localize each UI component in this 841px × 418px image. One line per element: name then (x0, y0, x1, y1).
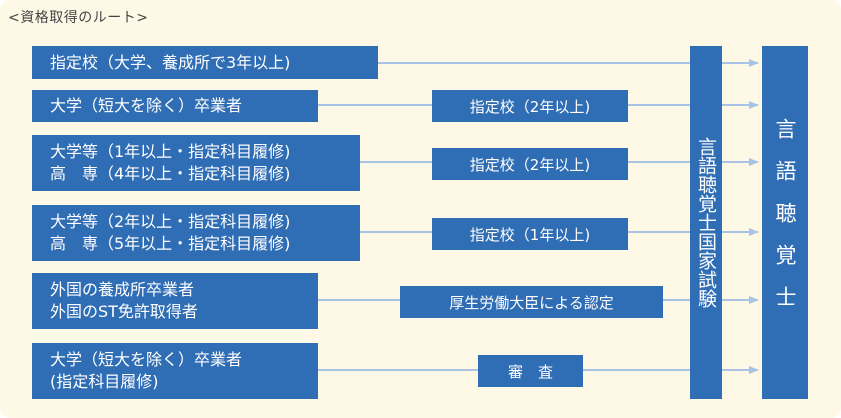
route-6-step-box: 審 査 (478, 355, 583, 387)
route-6-box: 大学（短大を除く）卒業者 (指定科目履修) (32, 343, 318, 399)
national-exam-box: 言語聴覚士国家試験 (690, 46, 722, 399)
result-box: 言語聴覚士 (762, 46, 808, 399)
diagram-heading: <資格取得のルート> (8, 10, 149, 26)
route-3-line-1: 大学等（1年以上・指定科目履修) (50, 142, 291, 161)
route-6-line-1: 大学（短大を除く）卒業者 (50, 350, 243, 369)
route-2-line-1: 大学（短大を除く）卒業者 (50, 96, 243, 115)
route-1-box: 指定校（大学、養成所で3年以上) (32, 46, 378, 79)
route-6-line-2: (指定科目履修) (50, 372, 159, 391)
route-4-line-2: 高 専（5年以上・指定科目履修) (50, 234, 291, 253)
result-label: 言語聴覚士 (773, 117, 797, 328)
route-2-box: 大学（短大を除く）卒業者 (32, 90, 318, 122)
route-5-line-2: 外国のST免許取得者 (50, 302, 198, 321)
route-5-line-1: 外国の養成所卒業者 (50, 280, 195, 299)
route-4-box: 大学等（2年以上・指定科目履修) 高 専（5年以上・指定科目履修) (32, 205, 360, 261)
route-5-box: 外国の養成所卒業者 外国のST免許取得者 (32, 273, 318, 329)
route-3-step-box: 指定校（2年以上) (432, 148, 628, 180)
route-4-line-1: 大学等（2年以上・指定科目履修) (50, 212, 291, 231)
route-3-box: 大学等（1年以上・指定科目履修) 高 専（4年以上・指定科目履修) (32, 135, 360, 191)
route-2-step-box: 指定校（2年以上) (432, 90, 628, 122)
national-exam-label: 言語聴覚士国家試験 (695, 137, 717, 308)
route-4-step-box: 指定校（1年以上) (432, 218, 628, 250)
route-3-line-2: 高 専（4年以上・指定科目履修) (50, 164, 291, 183)
route-1-line-1: 指定校（大学、養成所で3年以上) (50, 52, 291, 72)
route-5-step-box: 厚生労働大臣による認定 (400, 286, 663, 318)
